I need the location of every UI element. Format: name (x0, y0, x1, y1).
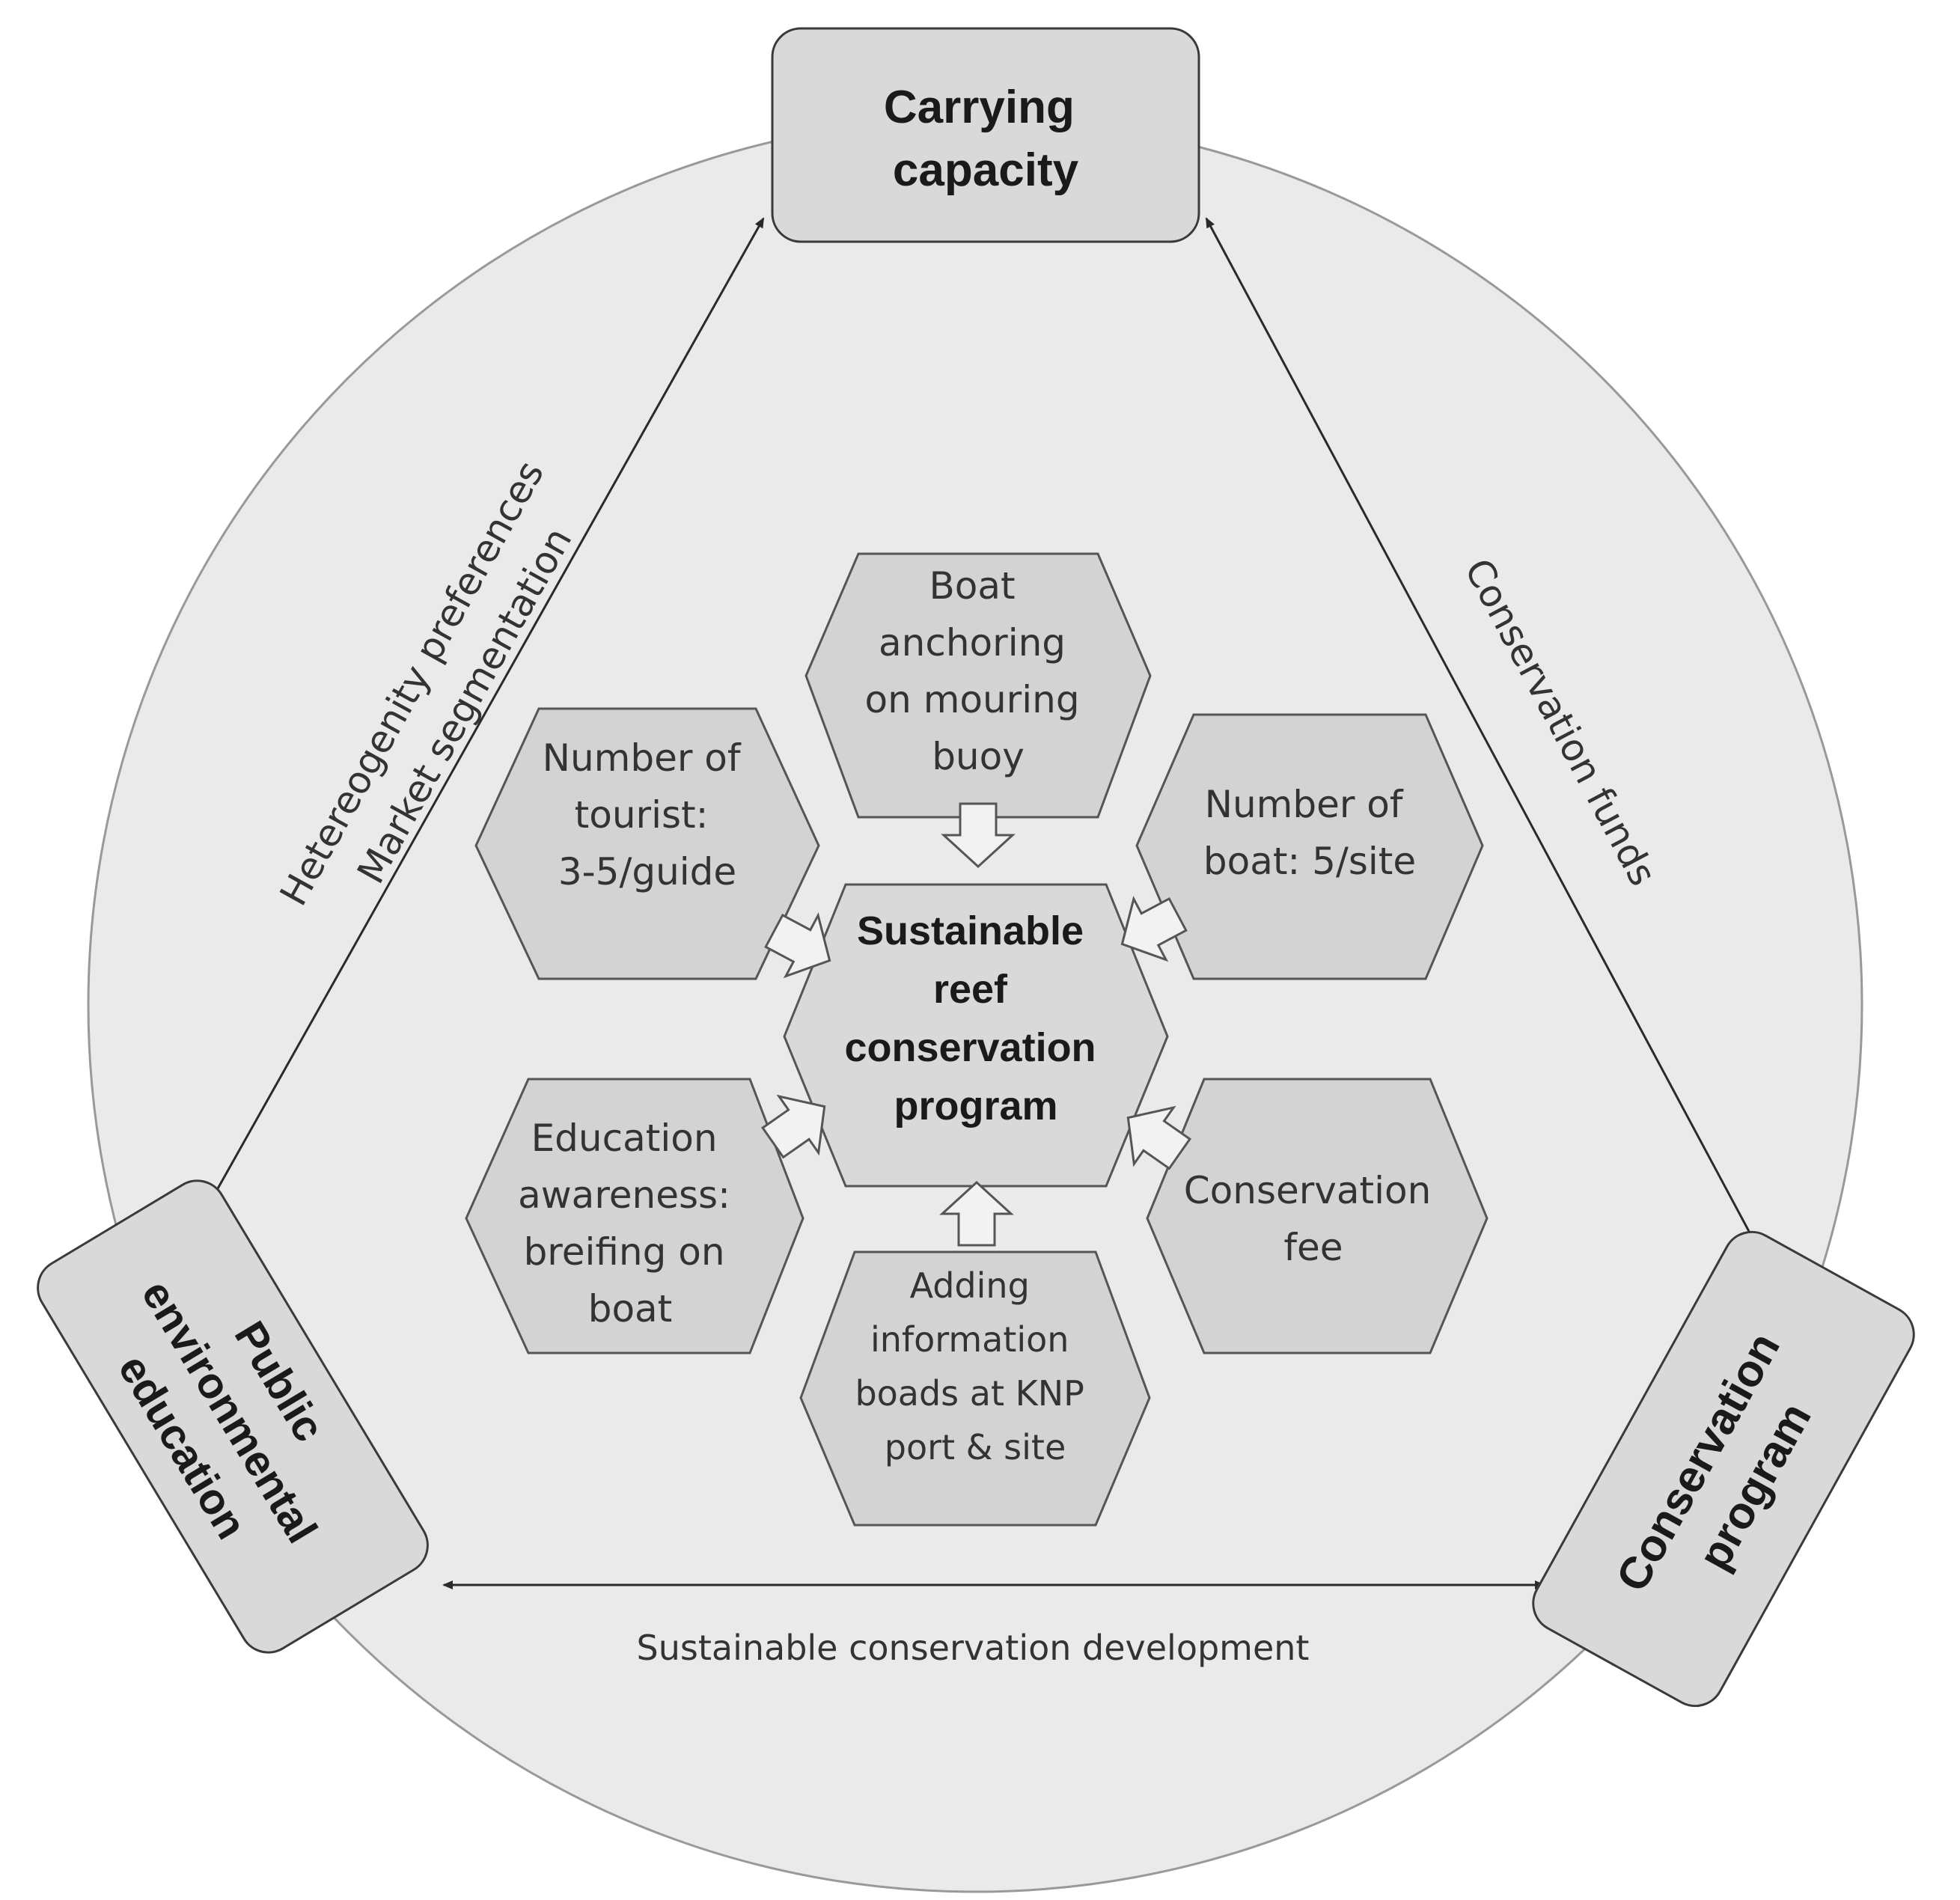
factor-bottom-line-3: boads at KNP (855, 1373, 1084, 1414)
factor-bottom-line-4: port & site (885, 1427, 1066, 1467)
block-arrow-from-lower-left (761, 1094, 826, 1159)
factor-top-line-3: on mouring (865, 678, 1080, 721)
factor-lower-left-line-4: boat (588, 1287, 673, 1331)
factor-top-label: Boat anchoring on mouring buoy (865, 564, 1092, 778)
factor-upper-left-line-3: 3-5/guide (558, 850, 736, 894)
factor-bottom-line-2: information (870, 1319, 1069, 1360)
arrow-carrying-capacity-conservation-program (1205, 217, 1759, 1248)
factor-lower-left-hexagon: Education awareness: breifing on boat (465, 1078, 805, 1354)
corner-carrying-capacity-box (771, 27, 1200, 243)
corner-carrying-capacity-line-2: capacity (893, 144, 1079, 196)
factor-top-hexagon-shape (805, 552, 1152, 819)
center-line-1: Sustainable (857, 908, 1084, 953)
factor-top-line-1: Boat (929, 564, 1015, 608)
factor-bottom-line-1: Adding (910, 1265, 1030, 1306)
factor-upper-left-line-2: tourist: (575, 793, 709, 837)
factor-lower-left-label: Education awareness: breifing on boat (518, 1117, 742, 1331)
factor-lower-left-line-3: breifing on (524, 1230, 725, 1274)
factor-lower-right-label: Conservation fee (1184, 1169, 1443, 1269)
factor-top-hexagon: Boat anchoring on mouring buoy (805, 552, 1152, 819)
factor-bottom-label: Adding information boads at KNP port & s… (855, 1265, 1095, 1467)
center-line-4: program (894, 1084, 1057, 1128)
corner-carrying-capacity-label: Carrying capacity (884, 82, 1087, 196)
block-arrow-from-lower-right (1126, 1105, 1191, 1170)
center-label: Sustainable reef conservation program (844, 908, 1107, 1128)
block-arrow-from-upper-left (764, 912, 831, 979)
center-hexagon: Sustainable reef conservation program (783, 883, 1169, 1188)
factor-lower-right-line-2: fee (1283, 1226, 1343, 1269)
factor-lower-left-line-2: awareness: (518, 1173, 730, 1217)
edge-label-bottom-line-1: Sustainable conservation development (637, 1628, 1310, 1668)
block-arrow-from-top (941, 802, 1016, 869)
factor-top-line-2: anchoring (879, 621, 1066, 665)
factor-lower-left-line-1: Education (531, 1117, 718, 1160)
factor-bottom-hexagon-shape (799, 1250, 1151, 1527)
factor-upper-left-line-1: Number of (543, 736, 742, 780)
center-hexagon-shape (783, 883, 1169, 1188)
factor-upper-right-line-1: Number of (1205, 783, 1404, 826)
factor-top-line-4: buoy (932, 735, 1025, 778)
factor-lower-left-hexagon-shape (465, 1078, 805, 1354)
factor-upper-right-line-2: boat: 5/site (1203, 840, 1416, 883)
factor-upper-left-hexagon-shape (474, 707, 820, 980)
center-line-2: reef (933, 967, 1008, 1012)
factor-lower-right-hexagon: Conservation fee (1146, 1078, 1489, 1354)
factor-upper-right-label: Number of boat: 5/site (1203, 783, 1416, 883)
center-line-3: conservation (844, 1025, 1096, 1070)
factor-upper-left-hexagon: Number of tourist: 3-5/guide (474, 707, 820, 980)
factor-upper-right-hexagon-shape (1135, 713, 1484, 980)
edge-label-bottom: Sustainable conservation development (637, 1628, 1310, 1668)
factor-upper-left-label: Number of tourist: 3-5/guide (543, 736, 753, 894)
corner-carrying-capacity: Carrying capacity (771, 27, 1200, 243)
factor-upper-right-hexagon: Number of boat: 5/site (1135, 713, 1484, 980)
factor-lower-right-line-1: Conservation (1184, 1169, 1432, 1212)
corner-public-education-box (37, 1179, 429, 1654)
block-arrow-from-bottom (939, 1180, 1014, 1247)
corner-conservation-program-box (1532, 1230, 1915, 1708)
block-arrow-from-upper-right (1120, 896, 1188, 962)
arrow-carrying-capacity-public-education (195, 217, 765, 1227)
factor-lower-right-hexagon-shape (1146, 1078, 1489, 1354)
corner-carrying-capacity-line-1: Carrying (884, 82, 1075, 133)
factor-bottom-hexagon: Adding information boads at KNP port & s… (799, 1250, 1151, 1527)
